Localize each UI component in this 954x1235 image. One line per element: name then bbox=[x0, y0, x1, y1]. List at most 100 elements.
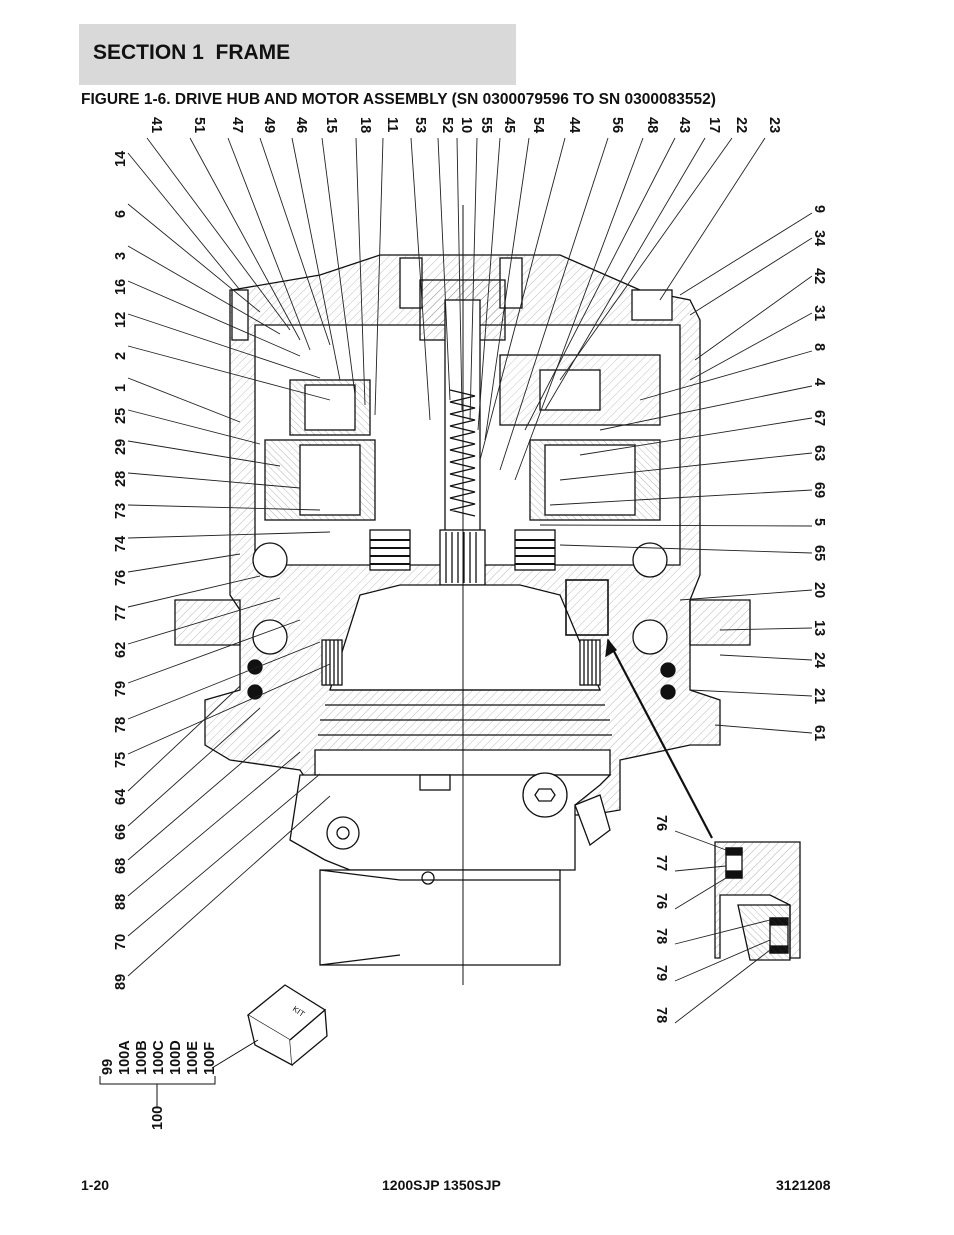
callout-right-13: 24 bbox=[811, 652, 827, 668]
leader-line bbox=[484, 137, 530, 441]
callout-top-14: 44 bbox=[566, 117, 582, 133]
leader-line bbox=[127, 795, 331, 977]
callout-kit-2: 100B bbox=[134, 1040, 150, 1075]
callout-right-15: 61 bbox=[811, 725, 827, 741]
footer-doc-number: 3121208 bbox=[776, 1177, 831, 1193]
callout-kit-1: 100A bbox=[117, 1040, 133, 1075]
leader-line bbox=[127, 472, 301, 489]
leader-line bbox=[477, 137, 501, 431]
leader-line bbox=[259, 137, 331, 346]
callout-left-23: 89 bbox=[113, 974, 129, 990]
leader-line bbox=[694, 275, 813, 361]
callout-left-4: 12 bbox=[113, 312, 129, 328]
callout-left-11: 74 bbox=[113, 536, 129, 552]
leader-line bbox=[355, 137, 366, 406]
leader-line bbox=[674, 865, 727, 872]
seal-detail-view bbox=[605, 638, 801, 961]
callout-detail-4: 79 bbox=[653, 965, 669, 981]
leader-line bbox=[499, 137, 609, 471]
callout-right-2: 42 bbox=[811, 268, 827, 284]
callout-right-3: 31 bbox=[811, 305, 827, 321]
callout-top-13: 54 bbox=[530, 117, 546, 133]
callout-left-9: 28 bbox=[113, 471, 129, 487]
callout-left-22: 70 bbox=[113, 934, 129, 950]
callout-top-0: 41 bbox=[148, 117, 164, 133]
callout-detail-0: 76 bbox=[653, 815, 669, 831]
leader-line bbox=[719, 654, 813, 661]
leader-line bbox=[127, 773, 321, 937]
leader-line bbox=[679, 589, 813, 601]
leader-line bbox=[127, 751, 301, 897]
leader-line bbox=[127, 597, 281, 645]
leader-line bbox=[514, 137, 644, 481]
callout-top-6: 18 bbox=[357, 117, 373, 133]
kit-box-icon: KIT bbox=[246, 984, 328, 1067]
leader-line bbox=[674, 939, 771, 982]
leader-lines bbox=[127, 137, 813, 1024]
callout-top-9: 52 bbox=[439, 117, 455, 133]
callout-kit-4: 100D bbox=[168, 1040, 184, 1075]
leader-line bbox=[689, 689, 813, 697]
leader-line bbox=[679, 212, 813, 296]
leader-line bbox=[689, 237, 813, 316]
footer-page-number: 1-20 bbox=[81, 1177, 110, 1193]
leader-line bbox=[469, 137, 478, 421]
leader-line bbox=[127, 377, 241, 423]
leader-line bbox=[437, 137, 451, 401]
callout-right-4: 8 bbox=[811, 343, 827, 351]
callout-top-1: 51 bbox=[191, 117, 207, 133]
callout-kit-5: 100E bbox=[185, 1041, 201, 1075]
callout-left-18: 64 bbox=[113, 789, 129, 805]
callout-top-12: 45 bbox=[501, 117, 517, 133]
leader-line bbox=[127, 203, 261, 313]
leader-line bbox=[544, 137, 706, 411]
callout-kit-3: 100C bbox=[151, 1040, 167, 1075]
callout-left-16: 78 bbox=[113, 717, 129, 733]
leader-line bbox=[127, 575, 261, 608]
callout-top-2: 47 bbox=[229, 117, 245, 133]
callout-top-5: 15 bbox=[323, 117, 339, 133]
leader-line bbox=[127, 245, 281, 335]
callout-detail-3: 78 bbox=[653, 928, 669, 944]
leader-line bbox=[127, 280, 301, 357]
leader-line bbox=[127, 707, 261, 827]
leader-line bbox=[127, 553, 241, 573]
leader-line bbox=[291, 137, 341, 381]
leader-line bbox=[674, 830, 727, 851]
leader-line bbox=[127, 152, 241, 291]
section-title: SECTION 1 FRAME bbox=[93, 41, 291, 64]
callout-kit-6: 100F bbox=[202, 1042, 218, 1075]
callout-top-8: 53 bbox=[412, 117, 428, 133]
callout-right-11: 20 bbox=[811, 582, 827, 598]
leader-line bbox=[127, 685, 241, 792]
leader-line bbox=[146, 137, 291, 331]
footer-model: 1200SJP 1350SJP bbox=[382, 1177, 501, 1193]
leader-line bbox=[127, 531, 331, 539]
leader-line bbox=[559, 544, 813, 554]
callout-top-15: 56 bbox=[609, 117, 625, 133]
leader-line bbox=[321, 137, 356, 396]
callout-left-19: 66 bbox=[113, 824, 129, 840]
callout-left-1: 6 bbox=[113, 210, 129, 218]
callout-kit-0: 99 bbox=[100, 1059, 116, 1075]
leader-line bbox=[674, 919, 771, 945]
leader-line bbox=[674, 949, 771, 1024]
figure-title: FIGURE 1-6. DRIVE HUB AND MOTOR ASSEMBLY… bbox=[81, 91, 716, 108]
leader-line bbox=[714, 724, 813, 734]
callout-left-12: 76 bbox=[113, 570, 129, 586]
callout-top-19: 22 bbox=[733, 117, 749, 133]
leader-line bbox=[456, 137, 463, 411]
callout-detail-2: 76 bbox=[653, 893, 669, 909]
section-header: SECTION 1 FRAME bbox=[79, 24, 516, 85]
callout-top-16: 48 bbox=[644, 117, 660, 133]
callout-top-7: 11 bbox=[384, 117, 400, 132]
leader-line bbox=[599, 385, 813, 431]
callout-right-0: 9 bbox=[811, 205, 827, 213]
callout-left-15: 79 bbox=[113, 681, 129, 697]
callout-right-6: 67 bbox=[811, 410, 827, 426]
callout-left-13: 77 bbox=[113, 605, 129, 621]
callout-left-6: 1 bbox=[113, 384, 129, 392]
leader-line bbox=[127, 619, 301, 684]
